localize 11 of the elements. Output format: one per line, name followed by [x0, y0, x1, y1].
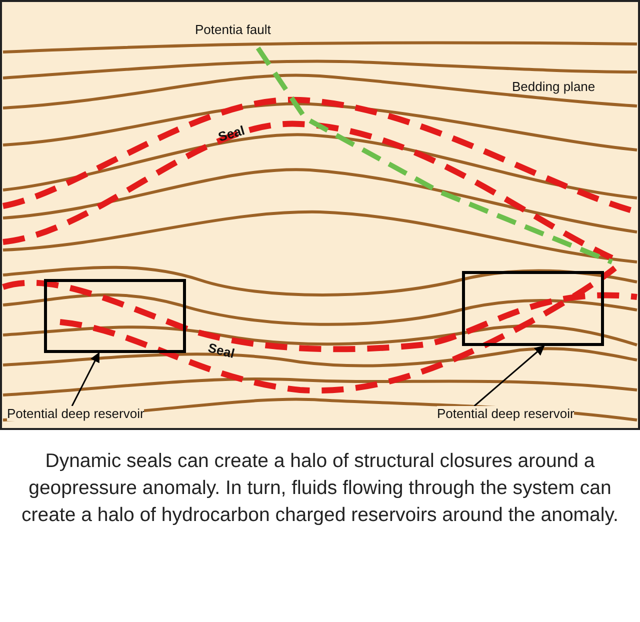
reservoir-frame: [462, 271, 604, 346]
callout-text: Potential deep reservoir: [7, 406, 144, 421]
bedding-plane-label: Bedding plane: [512, 79, 596, 94]
leader-arrow: [474, 345, 545, 407]
callout-text: Potential deep reservoir: [437, 406, 574, 421]
leader-arrow: [71, 352, 100, 406]
fault-label: Potentia fault: [195, 22, 271, 37]
seal-label: Seal: [216, 122, 246, 144]
caption: Dynamic seals can create a halo of structural closures around a geopressure anomaly. In turn, fluids flowing through the system can create a halo of hydrocarbon charged reservoirs around the anomaly.: [20, 449, 620, 528]
reservoir-frame: [44, 279, 186, 353]
seal-label: Seal: [206, 340, 236, 362]
